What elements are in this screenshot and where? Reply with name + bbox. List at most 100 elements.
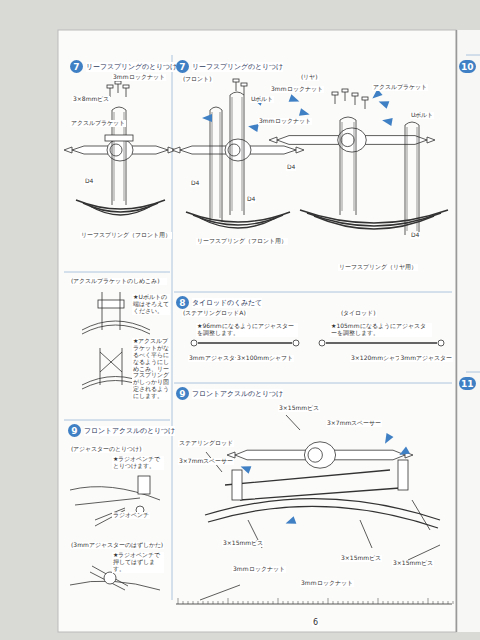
divider bbox=[466, 55, 480, 56]
part-label: 3×15mmビス bbox=[392, 560, 434, 567]
part-label: D4 bbox=[410, 232, 420, 239]
screw bbox=[233, 79, 239, 91]
divider bbox=[174, 383, 452, 384]
step-heading: 7リーフスプリングのとりつけ bbox=[70, 60, 177, 73]
step-heading: 9フロントアクスルのとりつけ bbox=[68, 424, 175, 437]
part-label: ★105mmになるようにアジャスターを調整します。 bbox=[330, 323, 432, 337]
u-bolt bbox=[210, 107, 222, 222]
blue-arrow bbox=[247, 122, 258, 132]
part-label: (ステアリングロッドA) bbox=[182, 310, 247, 317]
step-heading: 8タイロッドのくみたて bbox=[176, 296, 262, 309]
screw bbox=[352, 93, 358, 105]
axle-housing bbox=[227, 442, 413, 468]
step-heading: 10 bbox=[459, 60, 476, 73]
screw bbox=[342, 89, 348, 101]
u-bolt bbox=[405, 122, 419, 235]
axle-housing bbox=[269, 128, 435, 152]
u-bolt bbox=[340, 117, 356, 215]
screw bbox=[362, 97, 368, 109]
part-label: Uボルト bbox=[250, 96, 274, 103]
bracket bbox=[105, 135, 133, 141]
part-label: 3×15mmビス bbox=[222, 540, 264, 547]
part-label: (アクスルブラケットのしめこみ) bbox=[70, 278, 167, 285]
divider bbox=[172, 55, 173, 600]
front-axle-parts bbox=[200, 415, 440, 600]
part-label: 3mmロックナット bbox=[300, 580, 354, 587]
part-label: リーフスプリング（フロント用） bbox=[196, 238, 288, 245]
rod bbox=[319, 340, 444, 346]
u-bolt bbox=[230, 92, 244, 215]
leaf-spring bbox=[300, 210, 448, 229]
blue-arrow bbox=[239, 463, 251, 474]
step-title: リーフスプリングのとりつけ bbox=[192, 62, 283, 72]
screw bbox=[115, 81, 121, 93]
screw bbox=[332, 92, 338, 104]
part-label: 3mmロックナット bbox=[258, 118, 312, 125]
step-heading: 7リーフスプリングのとりつけ bbox=[176, 60, 283, 73]
axle-housing bbox=[64, 139, 176, 161]
part-label: 3×7mmスペーサー bbox=[326, 420, 382, 427]
step-title: リーフスプリングのとりつけ bbox=[86, 62, 177, 72]
part-label: 3mmロックナット bbox=[112, 74, 166, 81]
page-number: 6 bbox=[312, 618, 319, 627]
part-label: 3mmロックナット bbox=[232, 566, 286, 573]
part-label: 3mmアジャスター bbox=[188, 355, 242, 362]
part-label: D4 bbox=[246, 196, 256, 203]
divider bbox=[64, 272, 170, 273]
blue-arrow bbox=[299, 108, 311, 118]
step-number: 8 bbox=[176, 296, 189, 309]
step-number: 7 bbox=[70, 60, 83, 73]
blue-arrow bbox=[382, 433, 394, 446]
page bbox=[58, 30, 456, 632]
part-label: ステアリングロッド bbox=[178, 440, 234, 447]
part-label: D4 bbox=[286, 164, 296, 171]
part-label: (タイロッド) bbox=[340, 310, 377, 317]
part-label: リーフスプリング（フロント用） bbox=[80, 232, 172, 239]
part-label: アクスルブラケット bbox=[372, 84, 428, 91]
part-label: 3×100mmシャフト bbox=[236, 355, 294, 362]
divider bbox=[64, 420, 170, 421]
part-label: (リヤ) bbox=[300, 74, 319, 81]
screw bbox=[241, 83, 247, 95]
screw bbox=[123, 85, 129, 97]
next-page bbox=[457, 30, 480, 632]
divider bbox=[174, 292, 452, 293]
ruler bbox=[176, 598, 453, 604]
part-label: (アジャスターのとりつけ) bbox=[70, 446, 143, 453]
part-label: ラジオペンチ bbox=[112, 512, 150, 519]
part-label: 3×8mmビス bbox=[72, 96, 110, 103]
step-heading: 9フロントアクスルのとりつけ bbox=[176, 387, 283, 400]
part-label: 3×7mmスペーサー bbox=[178, 458, 234, 465]
part-label: 3mmロックナット bbox=[270, 86, 324, 93]
part-label: Uボルト bbox=[410, 112, 434, 119]
rod bbox=[191, 340, 299, 346]
leaf-spring bbox=[186, 212, 290, 228]
part-label: (3mmアジャスターのはずしかた) bbox=[70, 542, 164, 549]
part-label: D4 bbox=[190, 180, 200, 187]
step-title: タイロッドのくみたて bbox=[192, 298, 262, 308]
part-label: (フロント) bbox=[182, 76, 213, 83]
part-label: ★ラジオペンチで押してはずします。 bbox=[112, 552, 164, 573]
step-number: 9 bbox=[176, 387, 189, 400]
blue-arrow bbox=[289, 94, 301, 105]
blue-arrow bbox=[397, 447, 410, 459]
divider bbox=[466, 372, 480, 373]
step-title: フロントアクスルのとりつけ bbox=[84, 426, 175, 436]
step-heading: 11 bbox=[459, 377, 476, 390]
blue-arrow bbox=[202, 114, 212, 122]
step-title: フロントアクスルのとりつけ bbox=[192, 389, 283, 399]
part-label: D4 bbox=[84, 178, 94, 185]
leaf-spring bbox=[76, 200, 165, 215]
step-number: 10 bbox=[459, 60, 476, 73]
part-label: アクスルブラケット bbox=[70, 120, 126, 127]
part-label: 3×15mmビス bbox=[340, 555, 382, 562]
part-label: ★アクスルブラケットがなるべく平らになるようにしめこみ、リーフスプリングがしっか… bbox=[132, 338, 170, 400]
part-label: ★ラジオペンチでとりつけます。 bbox=[112, 456, 164, 470]
part-label: 3mmアジャスター bbox=[399, 355, 453, 362]
adjuster-detail bbox=[70, 476, 160, 526]
blue-arrow bbox=[377, 98, 389, 109]
step-number: 7 bbox=[176, 60, 189, 73]
blue-arrow bbox=[284, 516, 296, 527]
step-number: 9 bbox=[68, 424, 81, 437]
part-label: リーフスプリング（リヤ用） bbox=[338, 264, 418, 271]
